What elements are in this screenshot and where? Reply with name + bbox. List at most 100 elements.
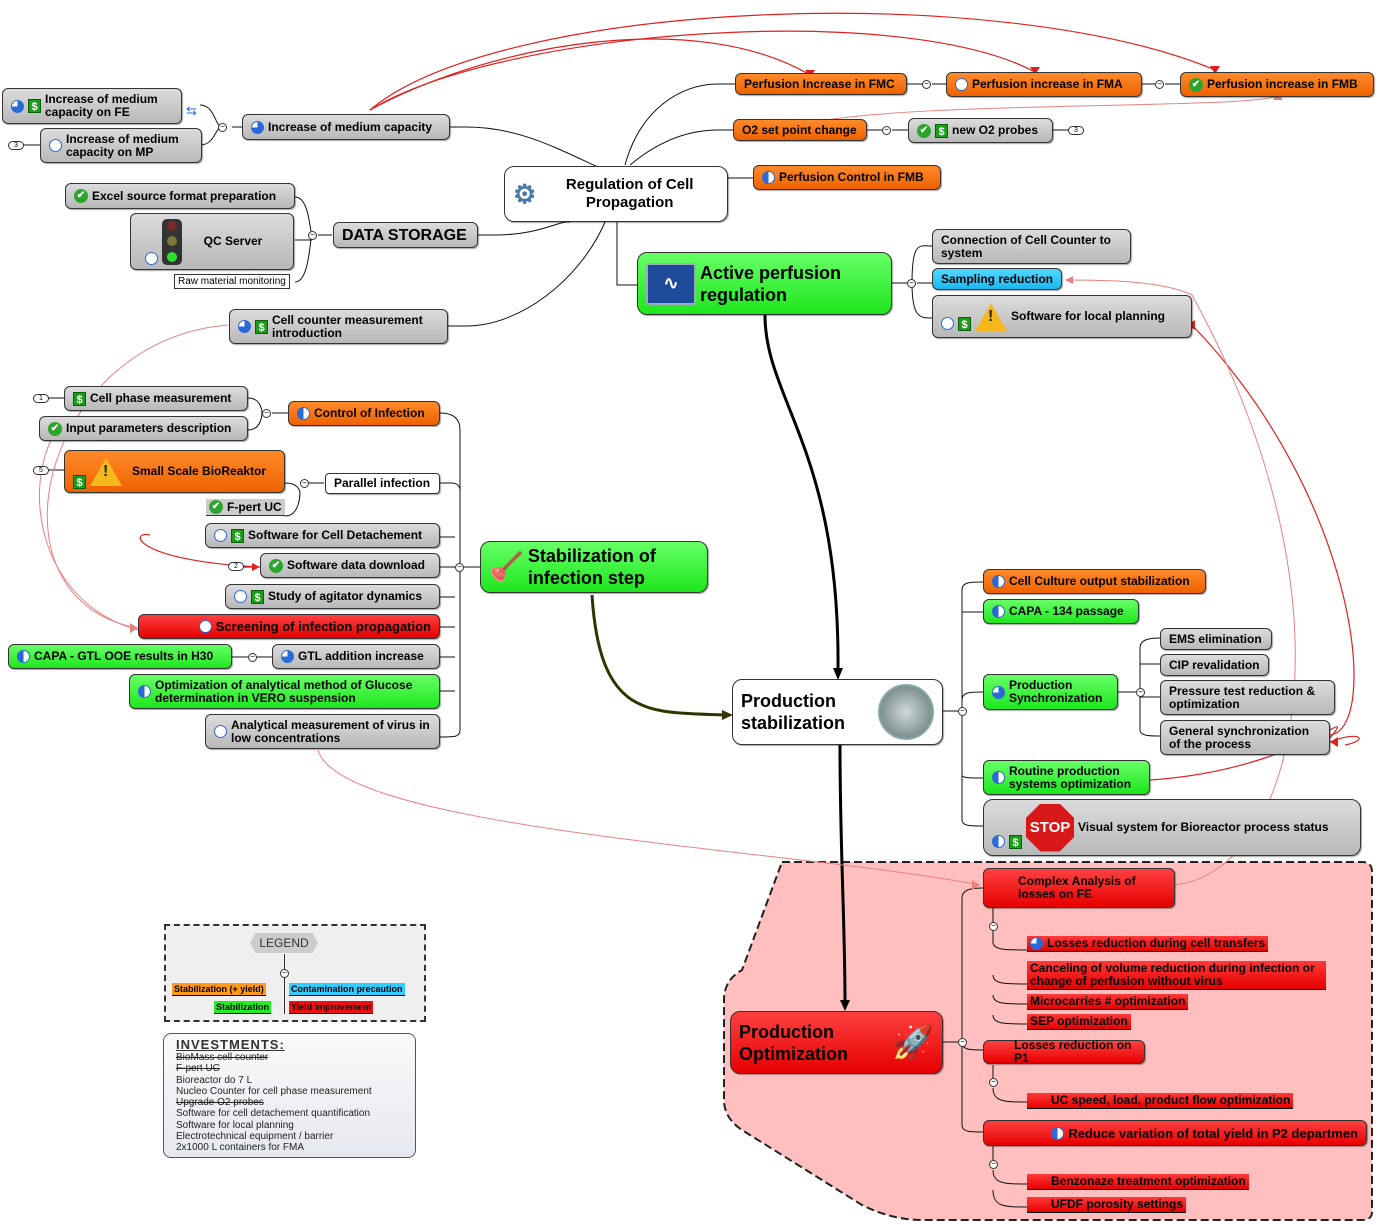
dollar-icon: $ [28, 99, 41, 113]
collapse-toggle[interactable]: − [1155, 80, 1164, 89]
node-medium-mp[interactable]: Increase of medium capacity on MP [40, 128, 202, 163]
node-excel-source[interactable]: ✔ Excel source format preparation [65, 183, 295, 209]
count-badge[interactable]: 3 [1068, 126, 1084, 135]
collapse-toggle[interactable]: − [280, 969, 289, 978]
node-raw-material[interactable]: Raw material monitoring [174, 274, 290, 289]
node-o2-setpoint[interactable]: O2 set point change [733, 119, 867, 141]
node-o2-probes[interactable]: ✔ $ new O2 probes [908, 118, 1053, 143]
investment-item: Software for local planning [176, 1119, 294, 1131]
central-topic[interactable]: ⚙ Regulation of Cell Propagation [504, 166, 728, 222]
node-complex-analysis[interactable]: Complex Analysis of losses on FE [983, 868, 1175, 908]
count-badge[interactable]: 3 [8, 141, 24, 150]
collapse-toggle[interactable]: − [958, 1038, 967, 1047]
node-benzonaze[interactable]: Benzonaze treatment optimization [1027, 1174, 1249, 1190]
node-cell-counter[interactable]: $ Cell counter measurement introduction [229, 309, 448, 344]
node-control-infection[interactable]: Control of Infection [288, 401, 440, 426]
node-cell-phase[interactable]: $ Cell phase measurement [64, 386, 248, 411]
progress-50-icon [992, 575, 1005, 588]
node-local-planning[interactable]: $ ! Software for local planning [932, 295, 1192, 338]
node-losses-p1[interactable]: Losses reduction on P1 [983, 1039, 1145, 1065]
node-cell-counter-connection[interactable]: Connection of Cell Counter to system [932, 229, 1131, 264]
check-icon: ✔ [48, 421, 62, 436]
node-gtl-addition[interactable]: GTL addition increase [272, 644, 440, 669]
node-parallel-infection[interactable]: Parallel infection [325, 473, 440, 494]
node-cell-culture-output[interactable]: Cell Culture output stabilization [983, 569, 1206, 594]
node-uc-speed[interactable]: UC speed, load, product flow optimizatio… [1027, 1093, 1294, 1109]
plunger-icon: 🪠 [489, 551, 524, 582]
progress-50-icon [297, 407, 310, 420]
node-production-optimization[interactable]: Production Optimization 🚀 [730, 1011, 943, 1074]
node-screening[interactable]: Screening of infection propagation [138, 614, 440, 639]
node-ems[interactable]: EMS elimination [1160, 628, 1272, 650]
node-data-storage[interactable]: DATA STORAGE [333, 222, 478, 248]
node-production-stabilization[interactable]: Production stabilization [732, 679, 943, 745]
node-fpert-uc[interactable]: ✔ F-pert UC [206, 499, 285, 516]
collapse-toggle[interactable]: − [1136, 688, 1145, 697]
node-increase-medium-capacity[interactable]: Increase of medium capacity [242, 114, 450, 140]
progress-75-icon [11, 99, 24, 113]
node-medium-fe[interactable]: $ Increase of medium capacity on FE [2, 88, 182, 124]
node-general-sync[interactable]: General synchronization of the process [1160, 720, 1330, 755]
warning-icon: ! [975, 302, 1007, 331]
collapse-toggle[interactable]: − [300, 479, 309, 488]
node-production-sync[interactable]: Production Synchronization [983, 674, 1118, 710]
node-active-perfusion[interactable]: ∿ Active perfusion regulation [637, 252, 892, 315]
collapse-toggle[interactable]: − [308, 231, 317, 240]
node-perfusion-fmb[interactable]: ✔ Perfusion increase in FMB [1180, 72, 1374, 97]
count-badge[interactable]: 5 [33, 466, 49, 475]
node-sampling-reduction[interactable]: Sampling reduction [932, 268, 1062, 290]
node-perfusion-control[interactable]: Perfusion Control in FMB [753, 165, 941, 190]
node-glucose[interactable]: Optimization of analytical method of Glu… [129, 674, 440, 709]
collapse-toggle[interactable]: − [989, 1160, 998, 1169]
check-icon: ✔ [269, 558, 283, 573]
node-sw-data-download[interactable]: ✔ Software data download [260, 553, 440, 578]
check-icon: ✔ [1189, 77, 1203, 92]
progress-0-icon [234, 590, 247, 603]
node-agitator[interactable]: $ Study of agitator dynamics [225, 584, 440, 609]
collapse-toggle[interactable]: − [262, 409, 271, 418]
node-ufdf[interactable]: UFDF porosity settings [1027, 1197, 1187, 1213]
collapse-toggle[interactable]: − [882, 126, 891, 135]
rocket-icon: 🚀 [891, 1023, 934, 1062]
count-badge[interactable]: 1 [33, 394, 49, 403]
node-virus-measurement[interactable]: Analytical measurement of virus in low c… [205, 714, 440, 749]
node-input-params[interactable]: ✔ Input parameters description [39, 416, 248, 441]
node-routine-production[interactable]: Routine production systems optimization [983, 760, 1150, 795]
collapse-toggle[interactable]: − [989, 1078, 998, 1087]
progress-75-icon [1030, 937, 1043, 950]
node-capa-134[interactable]: CAPA - 134 passage [983, 599, 1139, 624]
node-small-bioreaktor[interactable]: $ ! Small Scale BioReaktor [64, 450, 285, 493]
node-canceling-volume[interactable]: Canceling of volume reduction during inf… [1027, 961, 1326, 990]
collapse-toggle[interactable]: − [958, 707, 967, 716]
progress-50-icon [138, 685, 151, 698]
count-badge[interactable]: 2 [228, 562, 244, 571]
investment-item: Bioreactor do 7 L [176, 1074, 253, 1086]
progress-0-icon [955, 78, 968, 91]
node-cip[interactable]: CIP revalidation [1160, 654, 1269, 676]
warning-icon: ! [90, 457, 122, 486]
node-microcarries[interactable]: Microcarries # optimization [1027, 994, 1189, 1010]
node-losses-cell-transfers[interactable]: Losses reduction during cell transfers [1027, 936, 1269, 952]
collapse-toggle[interactable]: − [989, 922, 998, 931]
node-capa-gtl[interactable]: CAPA - GTL OOE results in H30 [8, 644, 232, 669]
node-perfusion-fma[interactable]: Perfusion increase in FMA [946, 72, 1142, 97]
collapse-toggle[interactable]: − [455, 563, 464, 572]
node-reduce-variation[interactable]: Reduce variation of total yield in P2 de… [983, 1120, 1367, 1146]
collapse-toggle[interactable]: − [218, 123, 227, 132]
node-infection-step[interactable]: 🪠 Stabilization of infection step [480, 541, 708, 593]
progress-0-icon [198, 620, 212, 633]
gauge-icon [878, 684, 934, 740]
node-perfusion-fmc[interactable]: Perfusion Increase in FMC [735, 73, 907, 95]
node-visual-system[interactable]: $ STOP Visual system for Bioreactor proc… [983, 799, 1361, 856]
progress-75-icon [992, 685, 1005, 699]
node-sw-cell-detach[interactable]: $ Software for Cell Detachement [205, 523, 440, 548]
traffic-light-icon [161, 218, 182, 265]
collapse-toggle[interactable]: − [907, 279, 916, 288]
progress-50-icon [992, 835, 1005, 848]
legend-item-stabilization-yield: Stabilization (+ yield) [172, 983, 266, 996]
collapse-toggle[interactable]: − [922, 80, 931, 89]
node-pressure-test[interactable]: Pressure test reduction & optimization [1160, 680, 1335, 715]
node-sep[interactable]: SEP optimization [1027, 1014, 1131, 1030]
collapse-toggle[interactable]: − [248, 653, 257, 662]
node-qc-server[interactable]: QC Server [130, 213, 294, 270]
